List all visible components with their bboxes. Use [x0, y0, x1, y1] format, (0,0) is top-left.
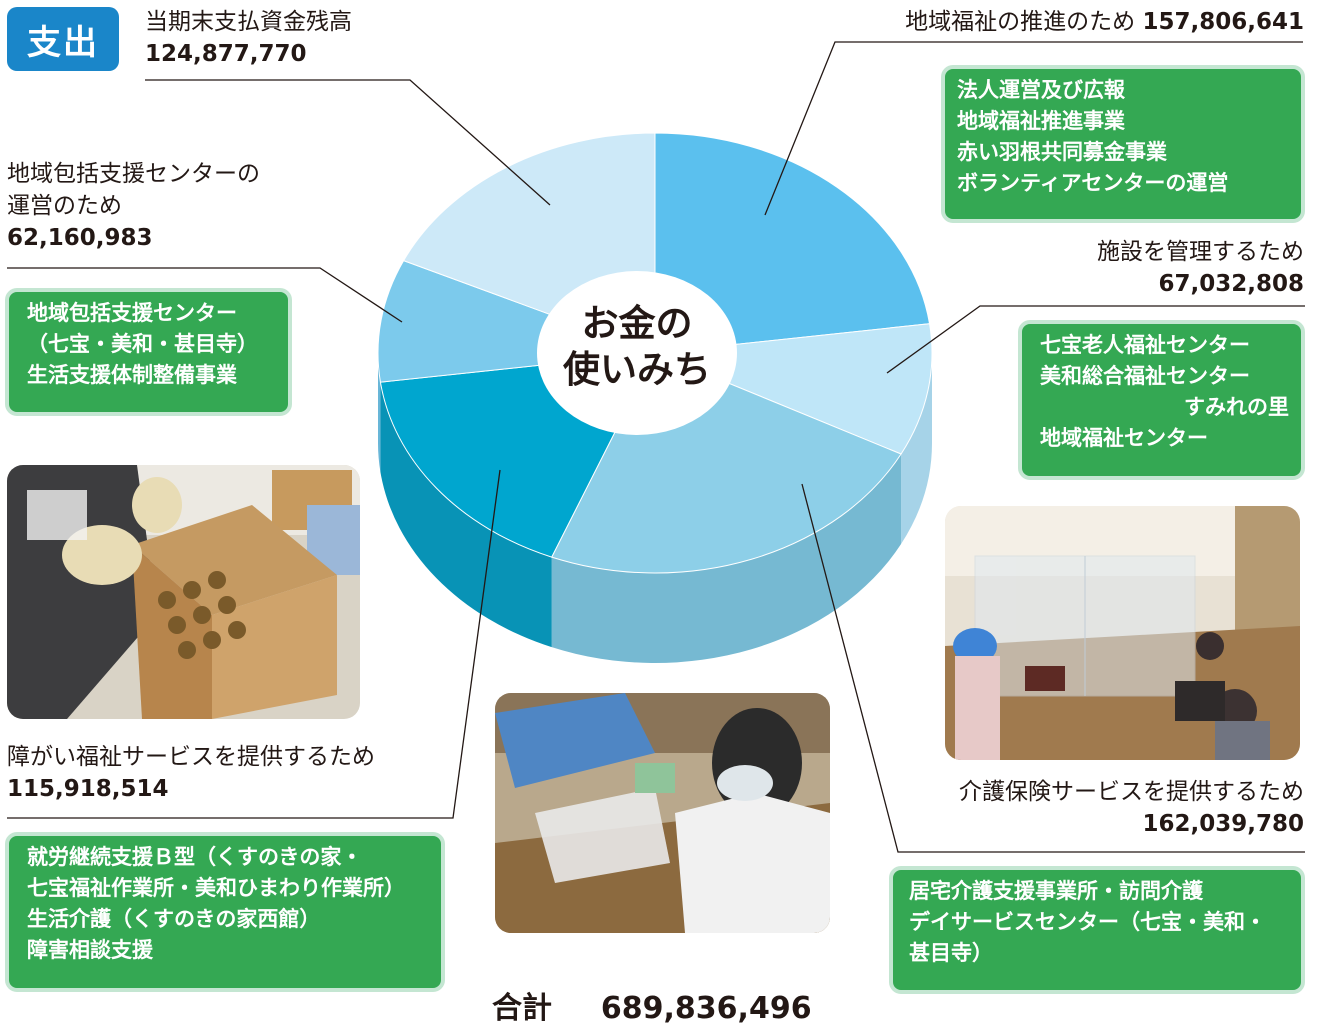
box-regional-item: 法人運営及び広報 — [957, 78, 1125, 102]
label-carryover: 当期末支払資金残高 124,877,770 — [145, 6, 352, 70]
box-disability-item: 障害相談支援 — [27, 938, 153, 962]
box-facility: 七宝老人福祉センター 美和総合福祉センター すみれの里 地域福祉センター — [1018, 320, 1305, 480]
label-carryover-amount: 124,877,770 — [145, 41, 307, 67]
total-label: 合計 — [492, 991, 552, 1026]
pie-slice-0 — [654, 132, 931, 354]
box-regional-item: 赤い羽根共同募金事業 — [957, 140, 1167, 164]
box-care-item: デイサービスセンター（七宝・美和・ — [909, 910, 1266, 934]
leader-line-care — [801, 483, 1305, 853]
label-carryover-text: 当期末支払資金残高 — [145, 9, 352, 35]
label-disability: 障がい福祉サービスを提供するため 115,918,514 — [7, 741, 375, 805]
box-regional: 法人運営及び広報 地域福祉推進事業 赤い羽根共同募金事業 ボランティアセンターの… — [941, 65, 1305, 223]
label-facility: 施設を管理するため 67,032,808 — [1097, 236, 1304, 300]
leader-line-carryover — [145, 79, 551, 206]
label-regional-amount: 157,806,641 — [1142, 9, 1304, 35]
label-disability-text: 障がい福祉サービスを提供するため — [7, 744, 375, 770]
pie-side-2 — [551, 454, 902, 664]
box-facility-item: 七宝老人福祉センター — [1040, 333, 1250, 357]
leader-line-disability — [7, 469, 501, 819]
label-facility-text: 施設を管理するため — [1097, 239, 1304, 265]
label-care: 介護保険サービスを提供するため 162,039,780 — [959, 776, 1304, 840]
label-disability-amount: 115,918,514 — [7, 776, 169, 802]
leader-lines — [7, 41, 1305, 853]
box-comprehensive-item: 生活支援体制整備事業 — [27, 363, 237, 387]
center-label-line2: 使いみち — [563, 348, 711, 391]
expense-badge: 支出 — [7, 7, 119, 71]
leader-line-facility — [886, 305, 1305, 374]
label-comprehensive-line1: 地域包括支援センターの — [7, 161, 260, 187]
label-care-amount: 162,039,780 — [1142, 811, 1304, 837]
pie-center-hole — [537, 271, 737, 435]
box-facility-item: 美和総合福祉センター — [1040, 364, 1250, 388]
box-regional-item: ボランティアセンターの運営 — [957, 171, 1229, 195]
box-comprehensive-item: 地域包括支援センター — [27, 301, 237, 325]
photo-bagging-work — [495, 693, 830, 933]
pie-side-4 — [378, 353, 381, 473]
label-facility-amount: 67,032,808 — [1158, 271, 1304, 297]
leader-line-regional — [764, 41, 1303, 216]
label-comprehensive: 地域包括支援センターの 運営のため 62,160,983 — [7, 158, 260, 254]
label-comprehensive-amount: 62,160,983 — [7, 225, 153, 251]
box-care-item: 甚目寺） — [909, 941, 993, 965]
total: 合計 689,836,496 — [492, 983, 812, 1027]
box-facility-item: 地域福祉センター — [1040, 426, 1208, 450]
label-care-text: 介護保険サービスを提供するため — [959, 779, 1304, 805]
center-label-line1: お金の — [582, 302, 693, 345]
box-care-item: 居宅介護支援事業所・訪問介護 — [909, 879, 1203, 903]
label-regional: 地域福祉の推進のため 157,806,641 — [905, 6, 1304, 38]
pie-side-1 — [901, 353, 932, 545]
photo-packing-bottles — [7, 465, 360, 719]
box-disability-item: 七宝福祉作業所・美和ひまわり作業所） — [27, 876, 405, 900]
total-value: 689,836,496 — [600, 991, 812, 1026]
label-regional-text: 地域福祉の推進のため — [905, 9, 1136, 35]
box-disability-item: 就労継続支援Ｂ型（くすのきの家・ — [27, 845, 363, 869]
leader-line-comprehensive — [7, 267, 403, 323]
box-comprehensive: 地域包括支援センター （七宝・美和・甚目寺） 生活支援体制整備事業 — [5, 288, 292, 416]
box-comprehensive-item: （七宝・美和・甚目寺） — [27, 332, 258, 356]
box-disability: 就労継続支援Ｂ型（くすのきの家・ 七宝福祉作業所・美和ひまわり作業所） 生活介護… — [5, 832, 445, 992]
photo-dining-room — [945, 506, 1300, 760]
box-care: 居宅介護支援事業所・訪問介護 デイサービスセンター（七宝・美和・ 甚目寺） — [889, 866, 1305, 994]
label-comprehensive-line2: 運営のため — [7, 193, 122, 219]
box-disability-item: 生活介護（くすのきの家西館） — [27, 907, 321, 931]
box-facility-item: すみれの里 — [1184, 395, 1289, 419]
box-regional-item: 地域福祉推進事業 — [957, 109, 1125, 133]
